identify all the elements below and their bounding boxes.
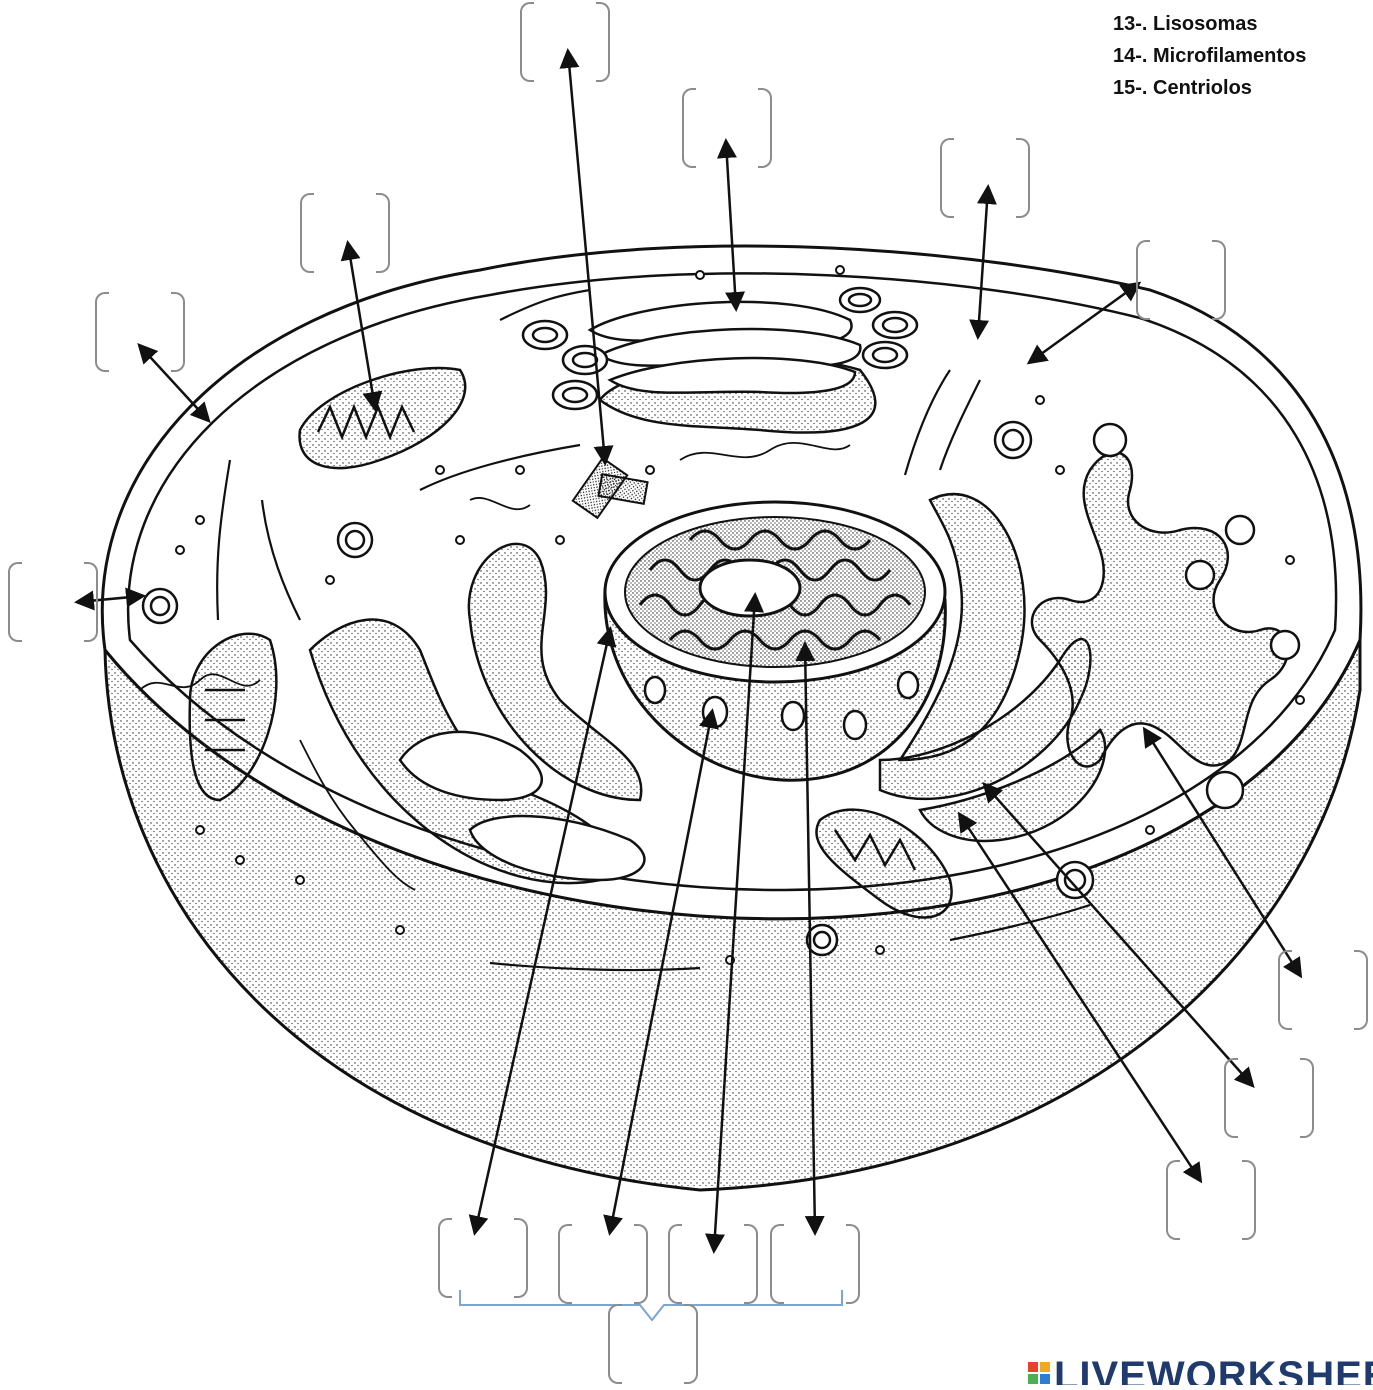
answer-box-bottom-2[interactable] [558, 1224, 648, 1302]
answer-box-left-3[interactable] [8, 562, 98, 640]
answer-box-top-4[interactable] [1136, 240, 1226, 318]
legend-item-microfilamentos: 14-. Microfilamentos [1113, 40, 1306, 72]
answer-box-bottom-3[interactable] [668, 1224, 758, 1302]
legend: 13-. Lisosomas 14-. Microfilamentos 15-.… [1113, 8, 1306, 104]
answer-box-left-1[interactable] [300, 193, 390, 271]
answer-box-left-2[interactable] [95, 292, 185, 370]
answer-box-top-1[interactable] [520, 2, 610, 80]
answer-box-bottom-group[interactable] [608, 1304, 698, 1382]
answer-box-right-1[interactable] [1278, 950, 1368, 1028]
liveworksheets-logo-text: LIVEWORKSHEETS [1054, 1354, 1373, 1385]
answer-box-bottom-1[interactable] [438, 1218, 528, 1296]
answer-box-top-2[interactable] [682, 88, 772, 166]
legend-item-lisosomas: 13-. Lisosomas [1113, 8, 1306, 40]
answer-box-right-3[interactable] [1166, 1160, 1256, 1238]
liveworksheets-logo: LIVEWORKSHEETS [1024, 1352, 1373, 1385]
liveworksheets-logo-icon [1028, 1362, 1050, 1384]
legend-item-centriolos: 15-. Centriolos [1113, 72, 1306, 104]
nucleolus [700, 560, 800, 616]
answer-box-right-2[interactable] [1224, 1058, 1314, 1136]
answer-box-bottom-4[interactable] [770, 1224, 860, 1302]
answer-box-top-3[interactable] [940, 138, 1030, 216]
